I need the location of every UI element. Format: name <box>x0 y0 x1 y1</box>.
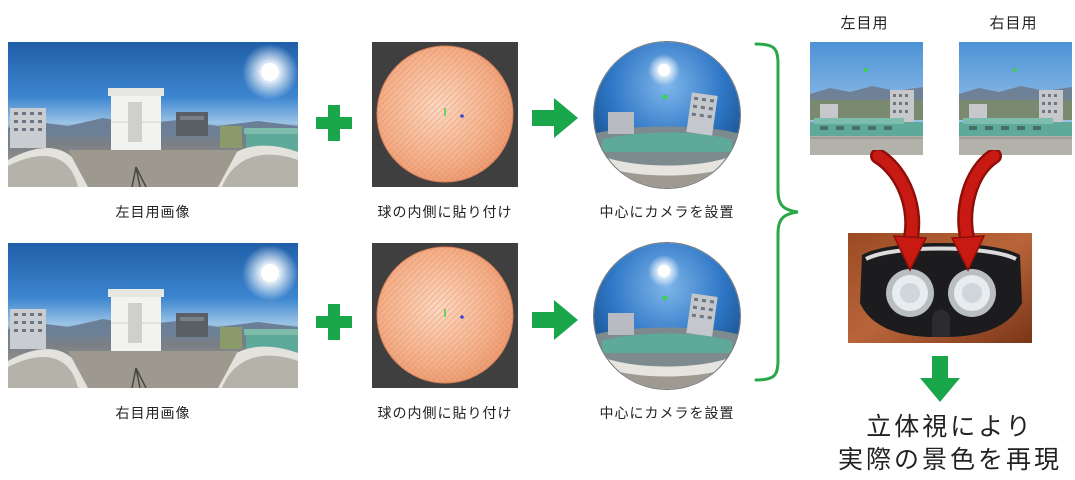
left-eye-label: 左目用 <box>840 14 889 32</box>
right-sphere-label: 球の内側に貼り付け <box>377 406 513 422</box>
plus-icon <box>316 304 352 340</box>
left-eye-panorama <box>8 42 298 187</box>
textured-sphere <box>376 45 514 183</box>
right-camera-label: 中心にカメラを設置 <box>599 406 735 422</box>
plus-icon <box>316 105 352 141</box>
fisheye-image <box>594 243 740 389</box>
textured-sphere <box>376 246 514 384</box>
left-camera-view <box>594 42 740 188</box>
eye-image <box>959 42 1072 155</box>
fisheye-image <box>594 42 740 188</box>
eye-image <box>810 42 923 155</box>
right-arrow-icon <box>532 98 578 138</box>
down-arrow-icon <box>920 356 960 402</box>
panorama-image <box>8 243 298 388</box>
vr-headset-photo <box>848 233 1032 343</box>
right-curly-brace <box>754 42 799 382</box>
right-arrow-icon <box>532 300 578 340</box>
left-panorama-label: 左目用画像 <box>115 205 191 221</box>
result-line-1: 立体視により <box>866 412 1034 441</box>
right-sphere-render <box>372 243 518 388</box>
left-sphere-render <box>372 42 518 187</box>
right-eye-view <box>959 42 1072 155</box>
right-panorama-label: 右目用画像 <box>115 406 191 422</box>
left-camera-label: 中心にカメラを設置 <box>599 205 735 221</box>
right-camera-view <box>594 243 740 389</box>
right-eye-panorama <box>8 243 298 388</box>
left-eye-view <box>810 42 923 155</box>
result-line-2: 実際の景色を再現 <box>837 445 1062 474</box>
headset-image <box>848 233 1032 343</box>
right-eye-label: 右目用 <box>989 14 1038 32</box>
left-sphere-label: 球の内側に貼り付け <box>377 205 513 221</box>
red-arrows-to-lenses <box>870 150 1002 272</box>
panorama-image <box>8 42 298 187</box>
